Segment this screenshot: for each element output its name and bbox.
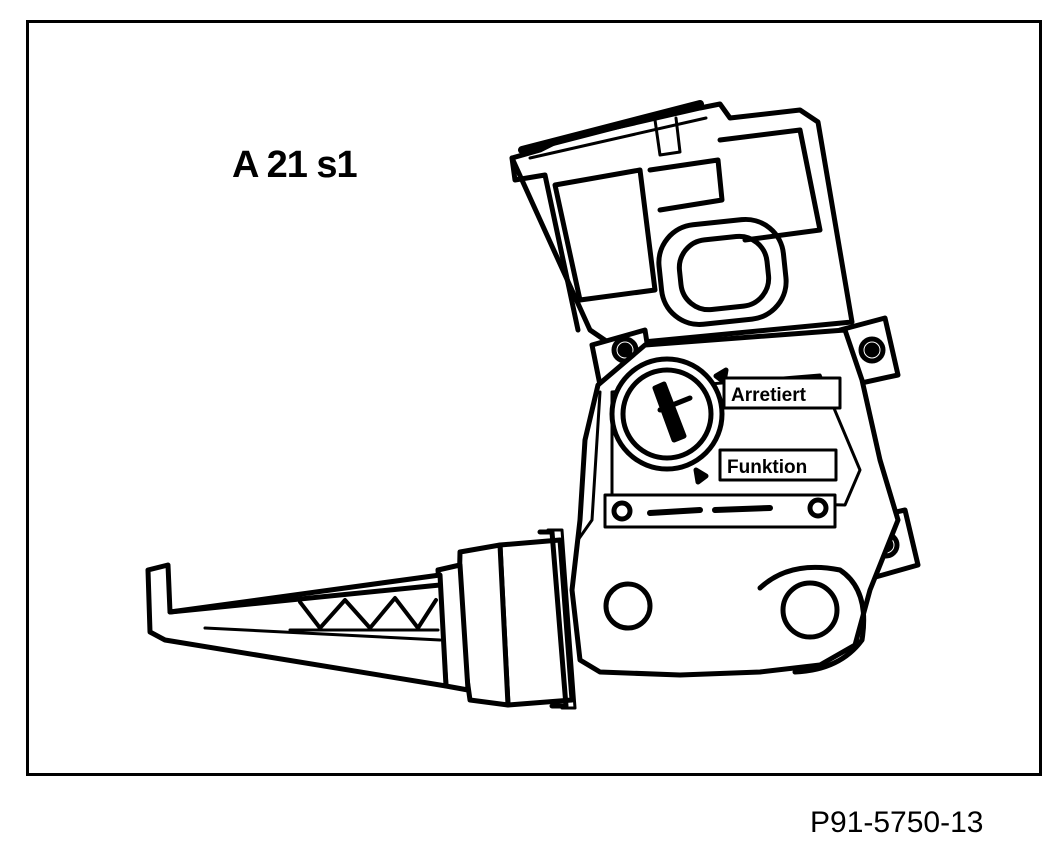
connector-housing bbox=[509, 100, 855, 348]
nameplate-strip bbox=[603, 493, 837, 529]
connector-collar bbox=[435, 528, 577, 710]
part-label: A 21 s1 bbox=[232, 144, 358, 186]
key-arm bbox=[145, 562, 449, 689]
function-tag-box bbox=[718, 448, 838, 482]
locked-position-label: Arretiert bbox=[731, 385, 807, 406]
rotary-switch bbox=[609, 356, 725, 472]
function-position-label: Funktion bbox=[727, 457, 807, 478]
function-position-marker bbox=[693, 467, 709, 485]
mounting-holes bbox=[603, 564, 867, 675]
figure-reference: P91-5750-13 bbox=[810, 806, 984, 839]
locked-tag-box bbox=[722, 376, 842, 410]
